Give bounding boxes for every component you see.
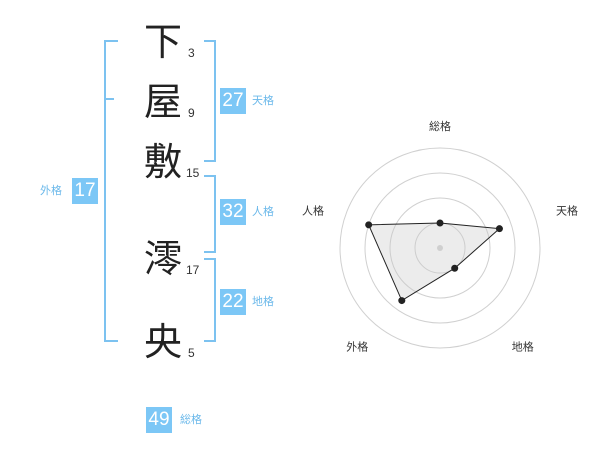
- chikaku-bracket: [204, 258, 216, 342]
- radar-point-2: [495, 225, 503, 233]
- radar-point-5: [365, 221, 373, 229]
- name-char-3: 敷: [143, 140, 182, 184]
- name-char-5: 央: [143, 320, 182, 364]
- radar-ring-4: [339, 147, 541, 349]
- radar-point-4: [398, 297, 406, 305]
- radar-axis-label-5: 人格: [302, 203, 324, 217]
- stroke-count-5: 5: [188, 346, 195, 360]
- radar-axis-label-2: 天格: [556, 203, 578, 217]
- radar-axis-label-4: 外格: [346, 340, 368, 354]
- gaikaku-bracket-tick: [104, 98, 114, 100]
- stroke-count-3: 15: [186, 166, 200, 180]
- chikaku-value: 22: [220, 289, 246, 315]
- tenkaku-value: 27: [220, 88, 246, 114]
- name-char-4: 澪: [143, 237, 182, 281]
- radar-ring-2: [389, 197, 491, 299]
- jinkaku-value: 32: [220, 199, 246, 225]
- radar-point-3: [451, 264, 459, 272]
- radar-axis-label-3: 地格: [512, 340, 534, 354]
- radar-point-1: [436, 219, 444, 227]
- tenkaku-label: 天格: [252, 94, 274, 107]
- stroke-count-4: 17: [186, 263, 200, 277]
- gaikaku-value: 17: [72, 178, 98, 204]
- soukaku-label: 総格: [180, 413, 202, 426]
- jinkaku-label: 人格: [252, 205, 274, 218]
- name-char-2: 屋: [143, 80, 182, 124]
- jinkaku-bracket: [204, 175, 216, 253]
- tenkaku-bracket: [204, 40, 216, 162]
- gaikaku-bracket: [104, 40, 118, 342]
- radar-ring-3: [364, 172, 516, 324]
- stroke-count-2: 9: [188, 106, 195, 120]
- soukaku-value: 49: [146, 407, 172, 433]
- chikaku-label: 地格: [252, 295, 274, 308]
- radar-series-area: [367, 222, 501, 302]
- radar-axis-label-1: 総格: [429, 119, 451, 133]
- radar-center-dot: [437, 245, 443, 251]
- gaikaku-label: 外格: [40, 184, 62, 197]
- stroke-count-1: 3: [188, 46, 195, 60]
- name-char-1: 下: [143, 20, 182, 64]
